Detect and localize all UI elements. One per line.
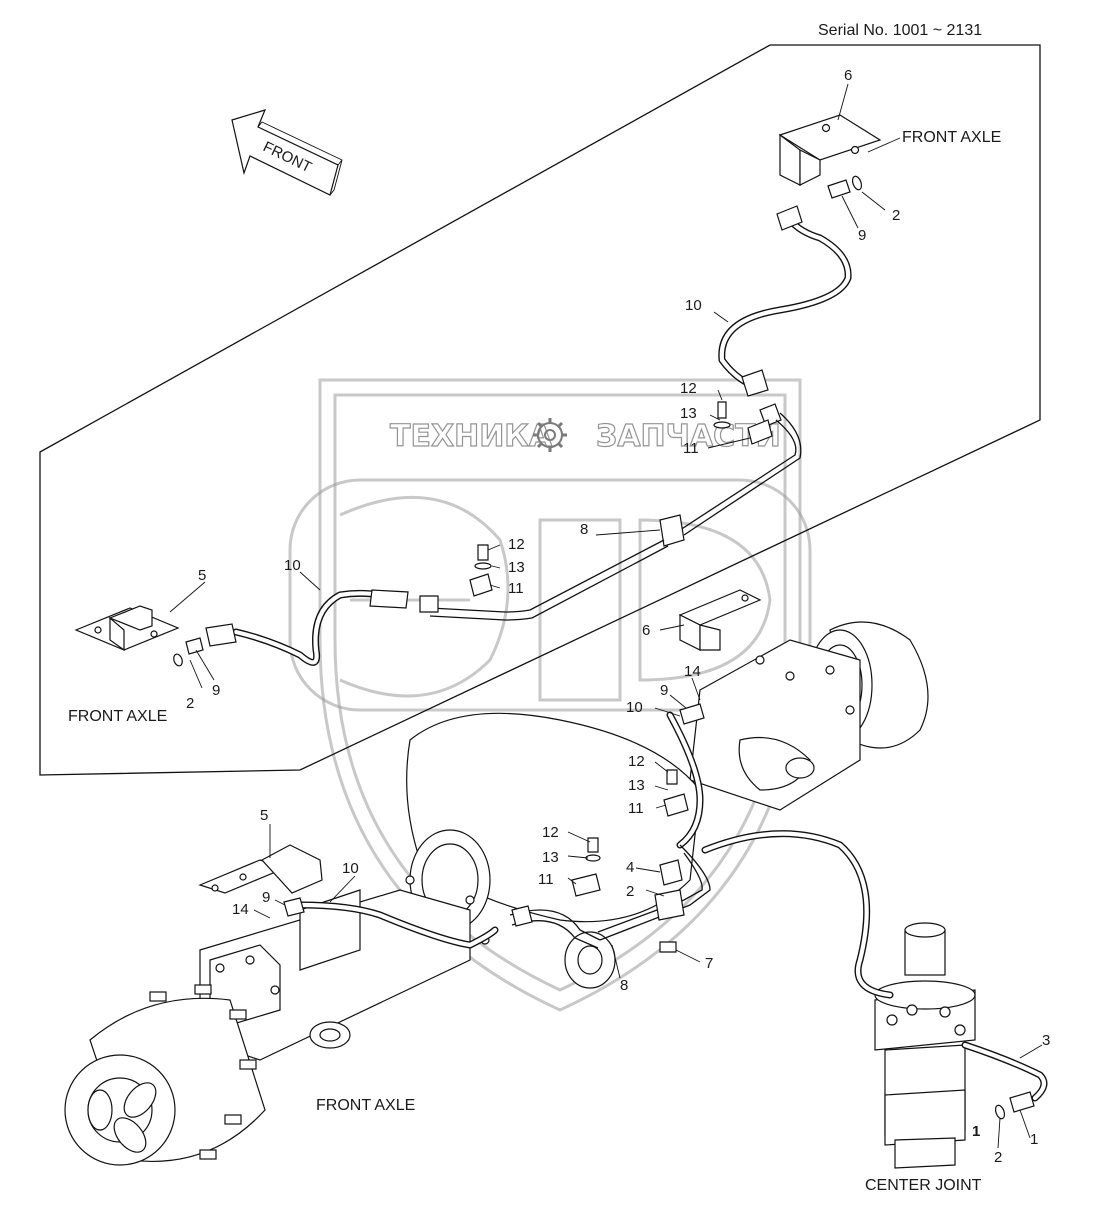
callout-2: 2 <box>626 883 634 900</box>
fitting-9-top <box>827 175 863 199</box>
serial-number: Serial No. 1001 ~ 2131 <box>818 22 982 39</box>
callout-12: 12 <box>508 536 525 553</box>
caption-front-axle-top: FRONT AXLE <box>902 129 1001 146</box>
center-joint-body <box>874 922 976 1169</box>
callout-1: 1 <box>1030 1131 1038 1148</box>
callout-8: 8 <box>620 977 628 994</box>
front-direction-arrow: FRONT <box>231 109 343 196</box>
caption-center-joint: CENTER JOINT <box>865 1177 982 1194</box>
caption-front-axle-bottom: FRONT AXLE <box>316 1097 415 1114</box>
callout-2: 2 <box>892 207 900 224</box>
callout-10: 10 <box>342 860 359 877</box>
callout-11: 11 <box>508 580 524 597</box>
callout-6: 6 <box>642 622 650 639</box>
bracket-5-left <box>74 605 180 652</box>
callout-13: 13 <box>542 849 559 866</box>
bracket-6-top <box>778 114 882 186</box>
leader-lines <box>169 83 1043 1149</box>
hose-center-joint-long <box>701 830 894 999</box>
gear-icon <box>533 418 567 452</box>
callouts: 6 2 9 10 12 13 11 8 12 13 11 10 5 6 2 9 … <box>186 67 1050 1166</box>
callout-8: 8 <box>580 521 588 538</box>
callout-1: 1 <box>972 1123 980 1140</box>
callout-3: 3 <box>1042 1032 1050 1049</box>
watermark: ТЕХНИКА ЗАПЧАСТИ <box>288 378 812 1012</box>
callout-10: 10 <box>685 297 702 314</box>
callout-12: 12 <box>542 824 559 841</box>
callout-2: 2 <box>186 695 194 712</box>
bracket-5-main <box>198 844 323 894</box>
callout-5: 5 <box>198 567 206 584</box>
callout-2: 2 <box>994 1149 1002 1166</box>
callout-9: 9 <box>858 227 866 244</box>
callout-13: 13 <box>508 559 525 576</box>
callout-11: 11 <box>683 440 699 457</box>
callout-13: 13 <box>628 777 645 794</box>
callout-13: 13 <box>680 405 697 422</box>
callout-9: 9 <box>262 889 270 906</box>
wheel-hub-left <box>64 984 266 1166</box>
axle-housing-right <box>689 621 929 811</box>
callout-12: 12 <box>628 753 645 770</box>
callout-11: 11 <box>538 871 554 888</box>
callout-14: 14 <box>684 663 701 680</box>
caption-front-axle-left: FRONT AXLE <box>68 708 167 725</box>
callout-9: 9 <box>212 682 220 699</box>
callout-14: 14 <box>232 901 249 918</box>
callout-5: 5 <box>260 807 268 824</box>
bracket-6-middle <box>678 589 762 651</box>
callout-11: 11 <box>628 800 644 817</box>
callout-9: 9 <box>660 682 668 699</box>
watermark-text-left: ТЕХНИКА <box>390 419 553 454</box>
callout-4: 4 <box>626 859 634 876</box>
callout-10: 10 <box>284 557 301 574</box>
callout-12: 12 <box>680 380 697 397</box>
callout-10: 10 <box>626 699 643 716</box>
callout-7: 7 <box>705 955 713 972</box>
axle-differential <box>405 712 701 989</box>
callout-6: 6 <box>844 67 852 84</box>
